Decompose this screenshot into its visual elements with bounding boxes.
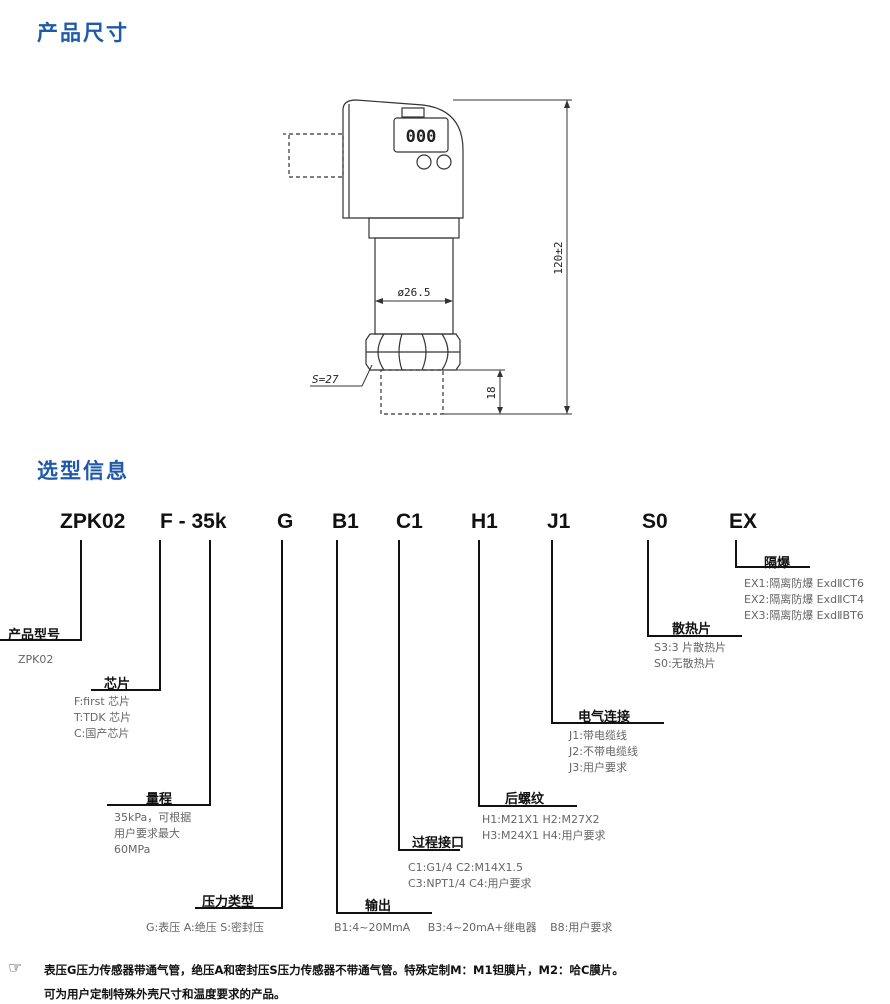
label-heatsink: 散热片 bbox=[672, 622, 712, 637]
option-line: B1:4~20MmA bbox=[334, 921, 411, 934]
options-output: B1:4~20MmA B3:4~20mA+继电器 B8:用户要求 bbox=[334, 920, 612, 936]
label-chip: 芯片 bbox=[104, 677, 131, 692]
option-line: J3:用户要求 bbox=[569, 761, 627, 774]
sensor-head bbox=[342, 99, 464, 219]
note-line-1: 表压G压力传感器带通气管，绝压A和密封压S压力传感器不带通气管。特殊定制M：M1… bbox=[44, 963, 624, 977]
hand-pointer-icon: ☞ bbox=[8, 958, 23, 977]
button-left bbox=[416, 154, 432, 170]
option-line: B8:用户要求 bbox=[550, 921, 613, 934]
button-right bbox=[436, 154, 452, 170]
code-thread: H1 bbox=[471, 510, 498, 533]
dimensions-title: 产品尺寸 bbox=[37, 21, 129, 45]
options-process: C1:G1/4 C2:M14X1.5 C3:NPT1/4 C4:用户要求 bbox=[408, 860, 532, 892]
option-line: C3:NPT1/4 C4:用户要求 bbox=[408, 877, 532, 890]
options-range: 35kPa，可根据 用户要求最大 60MPa bbox=[114, 810, 191, 858]
note-line-2: 可为用户定制特殊外壳尺寸和温度要求的产品。 bbox=[44, 987, 286, 1001]
code-heatsink: S0 bbox=[642, 510, 668, 533]
options-heatsink: S3:3 片散热片 S0:无散热片 bbox=[654, 640, 726, 672]
option-line: ZPK02 bbox=[18, 653, 54, 666]
thread-stem bbox=[380, 369, 444, 415]
options-model: ZPK02 bbox=[18, 652, 53, 668]
product-dimension-drawing: 000 ø26.5 120±2 18 S=27 bbox=[283, 99, 572, 415]
code-output: B1 bbox=[332, 510, 359, 533]
option-line: EX2:隔离防爆 ExdⅡCT4 bbox=[744, 593, 864, 606]
option-line: S0:无散热片 bbox=[654, 657, 716, 670]
options-electric: J1:带电缆线 J2:不带电缆线 J3:用户要求 bbox=[569, 728, 638, 776]
code-pressure-type: G bbox=[277, 510, 294, 533]
thread-length-label: 18 bbox=[485, 386, 498, 399]
label-range: 量程 bbox=[146, 792, 173, 807]
code-model: ZPK02 bbox=[60, 510, 126, 533]
option-line: F:first 芯片 bbox=[74, 695, 131, 708]
option-line: H3:M24X1 H4:用户要求 bbox=[482, 829, 606, 842]
diameter-label: ø26.5 bbox=[397, 286, 430, 299]
label-process: 过程接口 bbox=[412, 836, 465, 851]
option-line: 用户要求最大 bbox=[114, 827, 180, 840]
options-chip: F:first 芯片 T:TDK 芯片 C:国产芯片 bbox=[74, 694, 131, 742]
label-electric: 电气连接 bbox=[578, 710, 631, 725]
option-line: H1:M21X1 H2:M27X2 bbox=[482, 813, 600, 826]
code-explosion: EX bbox=[729, 510, 758, 533]
hex-size-label: S=27 bbox=[312, 373, 339, 386]
label-pressure-type: 压力类型 bbox=[202, 895, 255, 910]
option-line: 60MPa bbox=[114, 843, 151, 856]
height-label: 120±2 bbox=[552, 241, 565, 274]
selection-title: 选型信息 bbox=[37, 459, 129, 483]
options-thread: H1:M21X1 H2:M27X2 H3:M24X1 H4:用户要求 bbox=[482, 812, 605, 844]
option-line: J1:带电缆线 bbox=[569, 729, 627, 742]
option-line: EX3:隔离防爆 ExdⅡBT6 bbox=[744, 609, 864, 622]
option-line: 35kPa，可根据 bbox=[114, 811, 192, 824]
options-explosion: EX1:隔离防爆 ExdⅡCT6 EX2:隔离防爆 ExdⅡCT4 EX3:隔离… bbox=[744, 576, 864, 624]
option-line: EX1:隔离防爆 ExdⅡCT6 bbox=[744, 577, 864, 590]
display-digits: 000 bbox=[406, 127, 437, 147]
label-thread: 后螺纹 bbox=[505, 792, 545, 807]
display-window bbox=[393, 117, 449, 153]
option-line: J2:不带电缆线 bbox=[569, 745, 638, 758]
option-line: C:国产芯片 bbox=[74, 727, 130, 740]
label-model: 产品型号 bbox=[8, 628, 61, 643]
code-chip-range: F - 35k bbox=[160, 510, 227, 533]
option-line: T:TDK 芯片 bbox=[74, 711, 132, 724]
code-process: C1 bbox=[396, 510, 423, 533]
option-line: B3:4~20mA+继电器 bbox=[427, 921, 537, 934]
option-line: C1:G1/4 C2:M14X1.5 bbox=[408, 861, 524, 874]
code-electric: J1 bbox=[547, 510, 571, 533]
hex-nut bbox=[365, 333, 461, 371]
label-output: 输出 bbox=[365, 899, 392, 914]
options-pressure-type: G:表压 A:绝压 S:密封压 bbox=[146, 920, 264, 936]
label-explosion: 隔爆 bbox=[764, 556, 791, 571]
option-line: G:表压 A:绝压 S:密封压 bbox=[146, 921, 264, 934]
option-line: S3:3 片散热片 bbox=[654, 641, 727, 654]
